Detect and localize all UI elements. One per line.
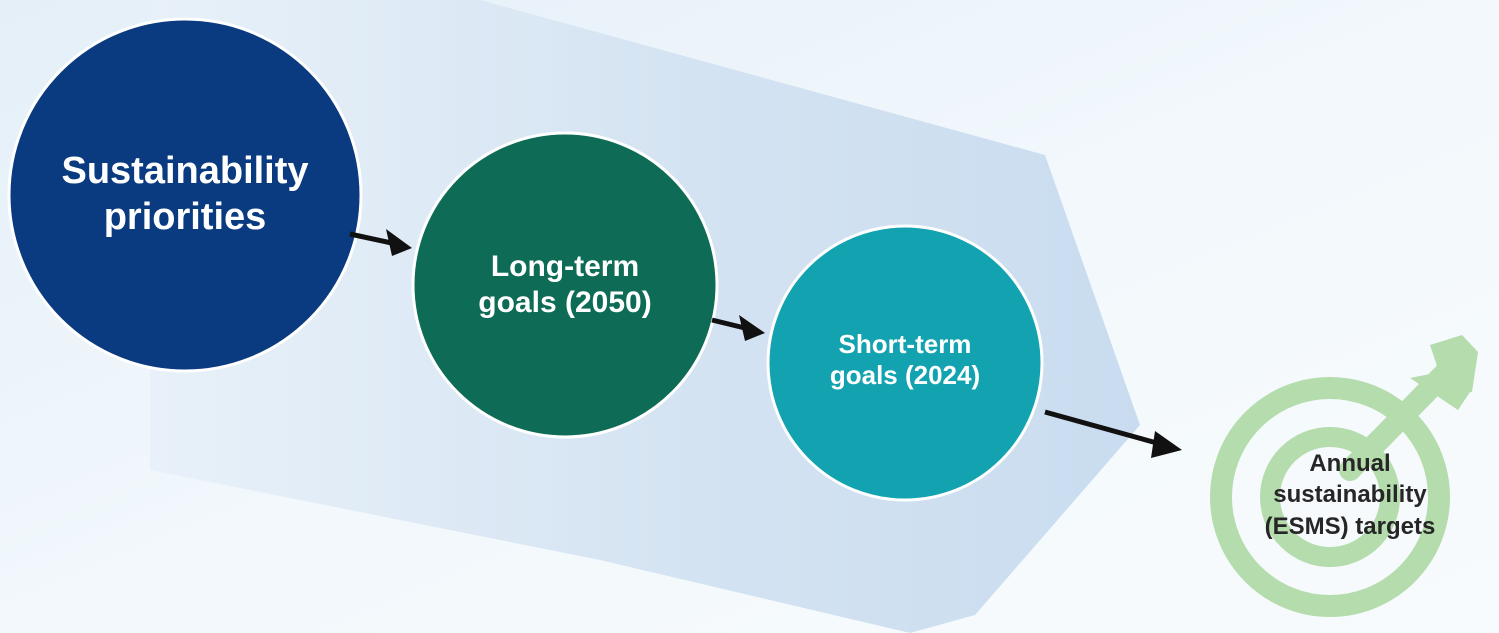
- short-term-line1: Short-term: [838, 328, 972, 359]
- long-term-line2: goals (2050): [478, 286, 652, 319]
- priorities-line1: Sustainability: [61, 150, 309, 193]
- short-term-circle: [766, 224, 1044, 502]
- annual-line1: Annual: [1309, 450, 1391, 478]
- short-term-line2: goals (2024): [829, 360, 981, 390]
- annual-line3: (ESMS) targets: [1264, 512, 1436, 540]
- arrow-1: [349, 229, 412, 256]
- long-term-line1: Long-term: [490, 250, 640, 283]
- arrow-3: [1044, 409, 1182, 458]
- annual-targets-label: Annual sustainability (ESMS) targets: [1210, 425, 1490, 565]
- priorities-label: Sustainability priorities: [20, 110, 350, 280]
- annual-line2: sustainability: [1273, 481, 1427, 509]
- target-with-arrow-icon: [1210, 335, 1478, 617]
- priorities-line2: priorities: [103, 196, 267, 238]
- arrow-2: [711, 315, 765, 341]
- priorities-circle: [7, 17, 363, 373]
- long-term-circle: [411, 131, 719, 439]
- long-term-label: Long-term goals (2050): [420, 220, 710, 350]
- short-term-label: Short-term goals (2024): [775, 300, 1035, 420]
